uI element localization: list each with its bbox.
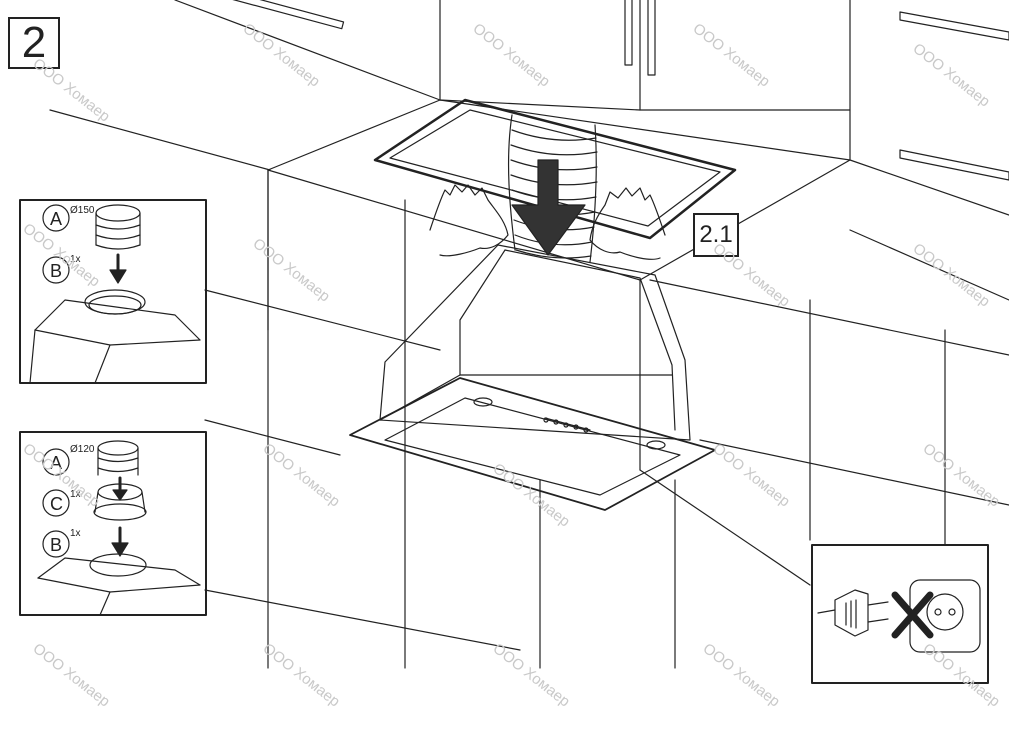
warning-panel: [811, 544, 989, 684]
step-number: 2: [8, 17, 60, 69]
cabinet-base: [267, 98, 851, 471]
inset-150-part-a: A: [50, 209, 62, 229]
wall-lines: [49, 109, 1009, 669]
inset-120-part-b: B: [50, 535, 62, 555]
inset-120-qty-b: 1x: [70, 528, 81, 539]
down-arrow-icon: [511, 159, 586, 256]
substep-label: 2.1: [693, 213, 739, 257]
socket-icon: [909, 579, 981, 653]
upper-cabinets: [174, 0, 1009, 216]
inset-150-qty-b: 1x: [70, 254, 81, 265]
inset-120-qty-c: 1x: [70, 489, 81, 500]
inset-150-panel: [19, 199, 207, 384]
cooker-hood: [349, 244, 716, 511]
inset-120-panel: [19, 431, 207, 616]
cross-icon: [891, 591, 934, 639]
inset-120-part-c: C: [50, 494, 63, 514]
inset-150-diameter: Ø150: [70, 205, 95, 216]
inset-120-diameter: Ø120: [70, 444, 95, 455]
inset-150-part-b: B: [50, 261, 62, 281]
inset-120-part-a: A: [50, 453, 62, 473]
hands-icon: [429, 184, 666, 260]
plug-icon: [817, 589, 889, 637]
